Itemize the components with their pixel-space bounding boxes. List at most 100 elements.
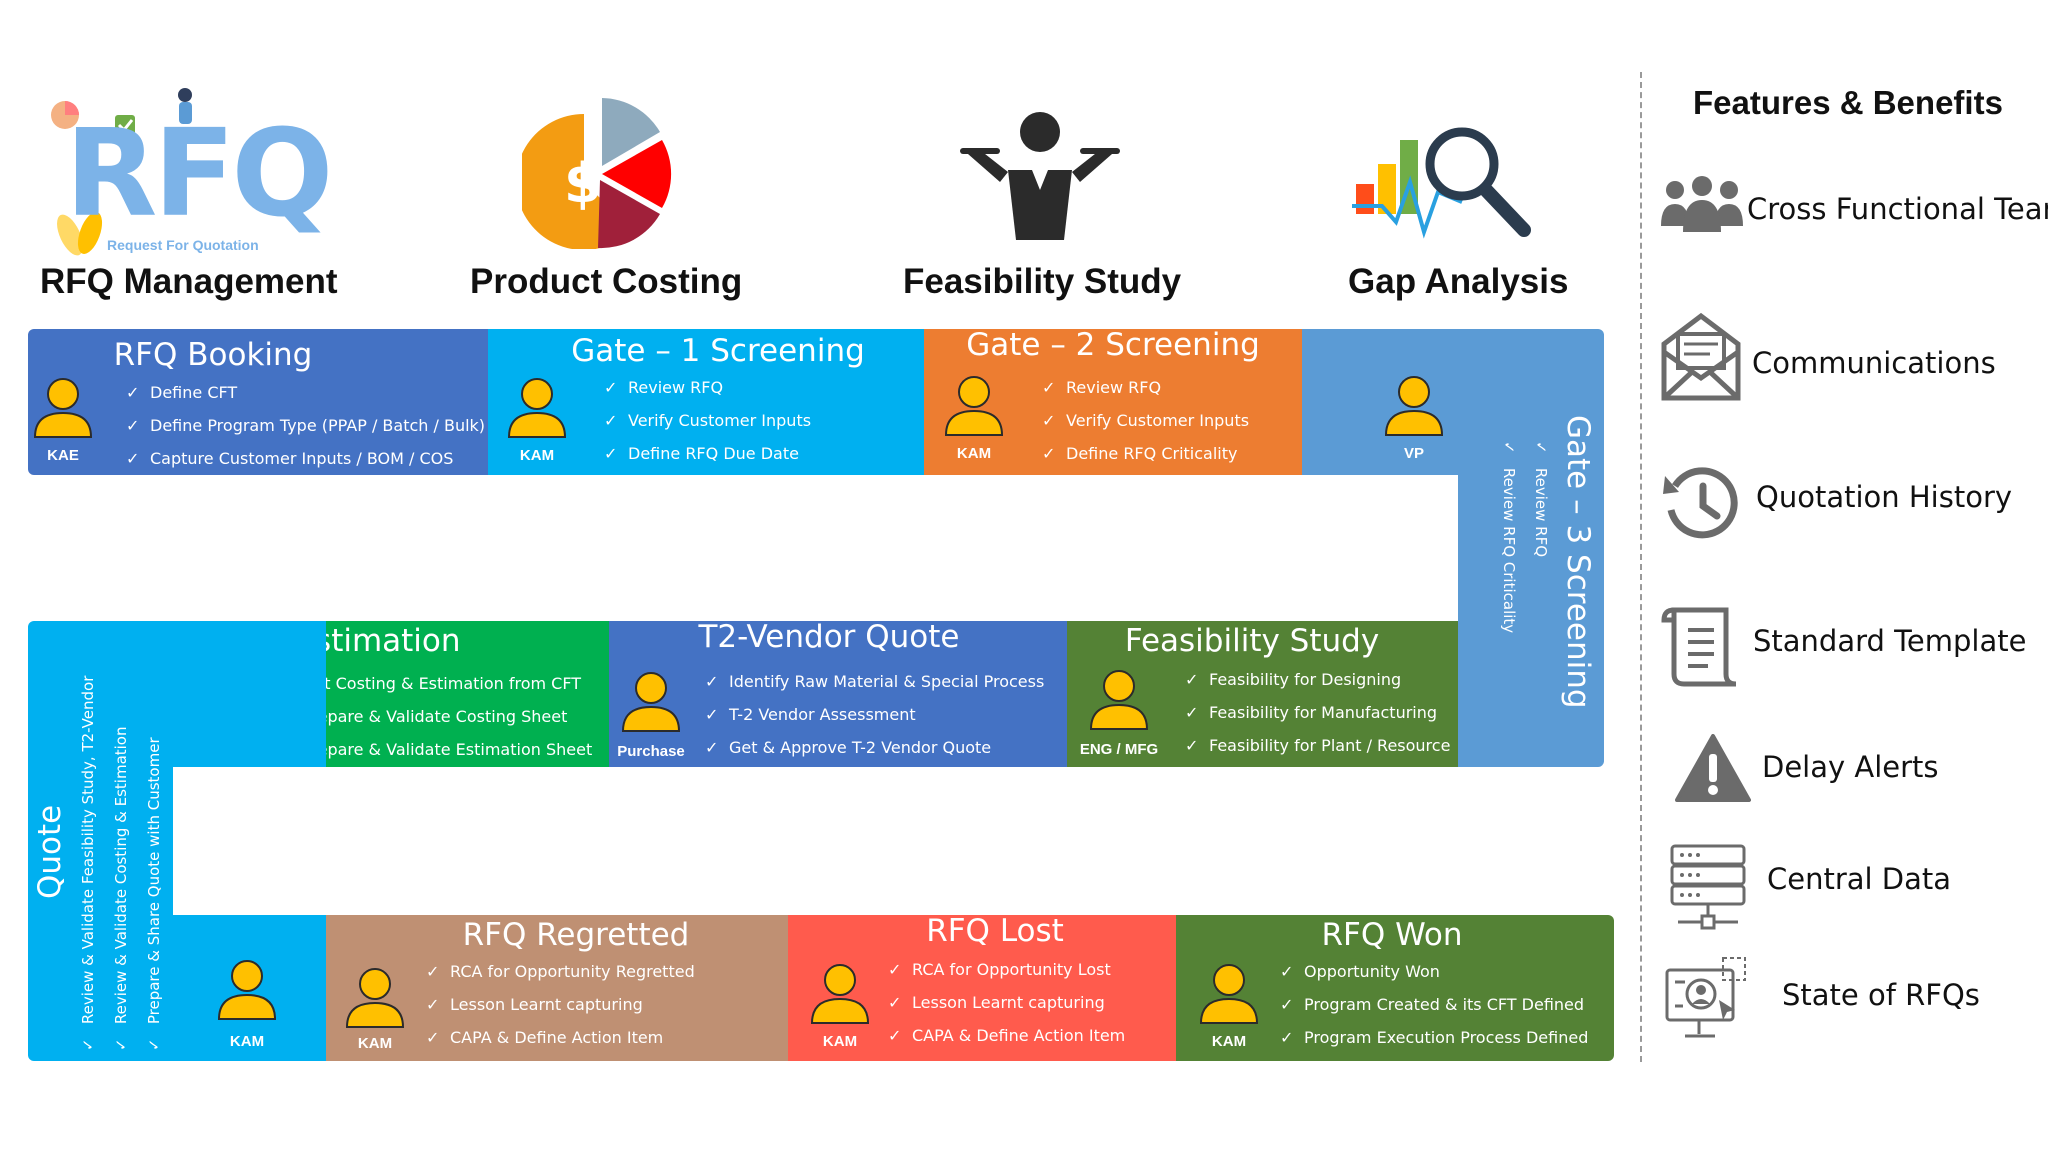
- bullet: Identify Raw Material & Special Process: [705, 665, 1044, 698]
- header-title-gap-analysis: Gap Analysis: [1348, 262, 1569, 301]
- bullet: Verify Customer Inputs: [1042, 404, 1249, 437]
- bullet: CAPA & Define Action Item: [888, 1019, 1125, 1052]
- gap-analysis-icon: [1352, 122, 1532, 247]
- features-title: Features & Benefits: [1693, 84, 2003, 121]
- connector-gap: [1302, 475, 1458, 621]
- bullet: Get Costing & Estimation from CFT: [278, 667, 592, 700]
- scroll-icon: [1661, 607, 1737, 687]
- stage-title: RFQ Won: [1321, 917, 1463, 953]
- bullet: Program Created & its CFT Defined: [1280, 988, 1588, 1021]
- feature-label: Delay Alerts: [1762, 750, 1939, 784]
- warning-icon: [1675, 734, 1751, 802]
- team-icon: [1661, 176, 1743, 232]
- bullet: RCA for Opportunity Lost: [888, 953, 1125, 986]
- stage-t2-vendor-quote: T2-Vendor Quote Purchase Identify Raw Ma…: [609, 621, 1067, 767]
- bullet: Prepare & Validate Estimation Sheet: [278, 733, 592, 766]
- server-icon: [1670, 844, 1746, 930]
- role-label: KAM: [519, 447, 555, 464]
- bullet: Get & Approve T-2 Vendor Quote: [705, 731, 1044, 764]
- stage-feasibility-study: Feasibility Study ENG / MFG Feasibility …: [1067, 621, 1458, 767]
- person-icon: [343, 967, 407, 1029]
- role-label: KAM: [229, 1033, 265, 1050]
- stage-title: Gate – 1 Screening: [571, 333, 865, 369]
- bullet: Define CFT: [126, 376, 485, 409]
- feature-quotation-history: Quotation History: [1655, 462, 2045, 542]
- bullet: Define Program Type (PPAP / Batch / Bulk…: [126, 409, 485, 442]
- stage-bullets: Feasibility for Designing Feasibility fo…: [1185, 663, 1450, 762]
- stage-title: Feasibility Study: [1124, 623, 1380, 659]
- bullet: Review RFQ: [1042, 371, 1249, 404]
- feature-cross-functional-team: Cross Functional Team: [1655, 170, 2048, 250]
- stage-rfq-won: RFQ Won KAM Opportunity Won Program Crea…: [1176, 915, 1614, 1061]
- stage-bullets: Review RFQ Verify Customer Inputs Define…: [1042, 371, 1249, 470]
- feature-central-data: Central Data: [1655, 844, 2045, 930]
- bullet: Capture Customer Inputs / BOM / COS: [126, 442, 485, 475]
- businessman-balance-icon: [960, 110, 1120, 240]
- feature-label: Communications: [1752, 346, 1996, 380]
- person-icon: [808, 963, 872, 1025]
- stage-bullets: Get Costing & Estimation from CFT Prepar…: [278, 667, 592, 766]
- stage-gate2-screening: Gate – 2 Screening KAM Review RFQ Verify…: [924, 329, 1302, 475]
- person-icon: [619, 671, 683, 733]
- stage-gate1-screening: Gate – 1 Screening KAM Review RFQ Verify…: [488, 329, 924, 475]
- stage-bullets: RCA for Opportunity Lost Lesson Learnt c…: [888, 953, 1125, 1052]
- stage-bullets: Review RFQ Verify Customer Inputs Define…: [604, 371, 811, 470]
- bullet: Verify Customer Inputs: [604, 404, 811, 437]
- bullet: Define RFQ Due Date: [604, 437, 811, 470]
- feature-label: Cross Functional Team: [1747, 192, 2048, 226]
- stage-rfq-lost: RFQ Lost KAM RCA for Opportunity Lost Le…: [788, 915, 1176, 1061]
- history-icon: [1663, 467, 1738, 539]
- role-label: KAM: [1211, 1033, 1247, 1050]
- stage-rfq-booking: RFQ Booking KAE Define CFT Define Progra…: [28, 329, 488, 475]
- role-label: KAM: [956, 445, 992, 462]
- header-title-rfq-management: RFQ Management: [40, 262, 338, 301]
- bullet: CAPA & Define Action Item: [426, 1021, 695, 1054]
- stage-bullets: Define CFT Define Program Type (PPAP / B…: [126, 376, 485, 475]
- person-icon: [215, 959, 279, 1021]
- stage-title: RFQ Booking: [113, 337, 313, 373]
- stage-bullets: Identify Raw Material & Special Process …: [705, 665, 1044, 764]
- feature-delay-alerts: Delay Alerts: [1655, 732, 2045, 812]
- role-label: KAM: [357, 1035, 393, 1052]
- bullet: ✓ Review & Validate Costing & Estimation: [112, 726, 130, 1052]
- role-label: VP: [1403, 445, 1424, 462]
- bullet: RCA for Opportunity Regretted: [426, 955, 695, 988]
- role-label: ENG / MFG: [1079, 741, 1159, 758]
- role-label: KAE: [47, 447, 79, 464]
- bullet: Define RFQ Criticality: [1042, 437, 1249, 470]
- role-label: KAM: [822, 1033, 858, 1050]
- costing-pie-icon: $: [515, 94, 672, 250]
- person-icon: [942, 375, 1006, 437]
- bullet: Review RFQ: [604, 371, 811, 404]
- bullet: Feasibility for Designing: [1185, 663, 1450, 696]
- stage-rfq-regretted: RFQ Regretted KAM RCA for Opportunity Re…: [326, 915, 788, 1061]
- feature-communications: Communications: [1655, 312, 2045, 401]
- envelope-icon: [1661, 312, 1741, 401]
- feature-label: Quotation History: [1756, 480, 2013, 514]
- feature-standard-template: Standard Template: [1655, 604, 2045, 687]
- stage-title: RFQ Lost: [926, 915, 1064, 949]
- stage-title: Quote: [32, 804, 68, 899]
- bullet: Lesson Learnt capturing: [888, 986, 1125, 1019]
- header-title-product-costing: Product Costing: [470, 262, 743, 301]
- bullet: Opportunity Won: [1280, 955, 1588, 988]
- stage-bullets: Opportunity Won Program Created & its CF…: [1280, 955, 1588, 1054]
- feature-state-of-rfqs: State of RFQs: [1655, 956, 2045, 1038]
- bullet: ✓ Review RFQ: [1532, 441, 1550, 558]
- bullet: Lesson Learnt capturing: [426, 988, 695, 1021]
- connector-gap: [173, 767, 326, 915]
- feature-label: Central Data: [1767, 862, 1952, 896]
- svg-text:$: $: [564, 152, 602, 215]
- rfq-logo: RFQ Request For Quotation: [45, 85, 333, 260]
- rfq-logo-text: RFQ: [65, 105, 333, 244]
- person-icon: [1197, 963, 1261, 1025]
- rfq-logo-caption: Request For Quotation: [107, 237, 259, 253]
- stage-title: Gate – 2 Screening: [966, 329, 1260, 363]
- bullet: Prepare & Validate Costing Sheet: [278, 700, 592, 733]
- header-title-feasibility-study: Feasibility Study: [903, 262, 1182, 301]
- stage-title: T2-Vendor Quote: [698, 621, 960, 655]
- person-icon: [31, 377, 95, 439]
- sidebar-divider: [1640, 72, 1642, 1062]
- stage-title: RFQ Regretted: [462, 917, 690, 953]
- bullet: T-2 Vendor Assessment: [705, 698, 1044, 731]
